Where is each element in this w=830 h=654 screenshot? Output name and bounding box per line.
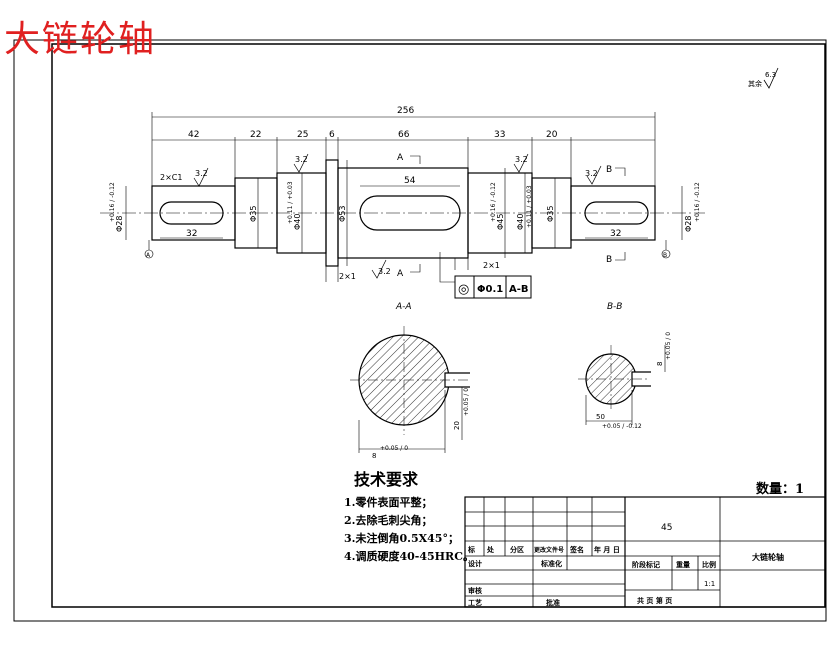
svg-text:6.3: 6.3 [765, 71, 776, 79]
svg-text:+0.05 / 0: +0.05 / 0 [463, 388, 470, 416]
dimension-lines [125, 112, 683, 283]
shaft-main-view [100, 159, 705, 267]
svg-text:签名: 签名 [569, 545, 584, 554]
svg-text:阶段标记: 阶段标记 [632, 560, 660, 569]
svg-text:比例: 比例 [702, 560, 716, 569]
svg-text:25: 25 [297, 130, 308, 140]
quantity-label: 数量：1 [756, 482, 805, 497]
svg-text:大链轮轴: 大链轮轴 [752, 552, 784, 562]
svg-text:其余: 其余 [748, 79, 762, 88]
svg-text:33: 33 [494, 130, 505, 140]
svg-text:审核: 审核 [468, 586, 482, 595]
tech-req-item: 3.未注倒角0.5X45°； [344, 532, 459, 545]
svg-text:256: 256 [397, 106, 414, 116]
svg-text:54: 54 [404, 176, 416, 186]
svg-text:8: 8 [372, 452, 376, 460]
svg-text:32: 32 [186, 229, 197, 239]
svg-text:◎: ◎ [458, 282, 469, 297]
svg-text:B: B [663, 252, 667, 259]
svg-text:50: 50 [596, 413, 605, 421]
watermark-title: 大链轮轴 [4, 19, 157, 60]
roughness-note: 其余 6.3 [748, 67, 779, 89]
tech-req-title: 技术要求 [354, 470, 419, 489]
svg-text:6: 6 [329, 130, 335, 140]
svg-text:2×C1: 2×C1 [160, 173, 182, 182]
section-b-b: B-B 50 +0.05 / -0.12 8 +0.05 / 0 [578, 302, 672, 430]
svg-text:Φ35: Φ35 [546, 206, 555, 222]
tolerance-frame: ◎ Φ0.1 A-B [454, 275, 532, 299]
title-block-text: 45 大链轮轴 1:1 标 处 分区 更改文件号 签名 年 月 日 设计 标准化… [467, 523, 784, 607]
svg-text:更改文件号: 更改文件号 [534, 546, 564, 554]
svg-text:标: 标 [467, 545, 475, 554]
svg-text:Φ53: Φ53 [338, 206, 347, 222]
svg-text:共 页 第 页: 共 页 第 页 [637, 596, 672, 605]
dimension-texts: 256 42 22 25 6 66 33 20 32 54 32 2×C1 2×… [146, 106, 667, 281]
svg-text:2×1: 2×1 [339, 272, 356, 281]
svg-text:A-A: A-A [395, 302, 412, 312]
svg-text:B: B [606, 255, 612, 265]
svg-text:Φ0.1: Φ0.1 [477, 284, 503, 295]
svg-text:B-B: B-B [607, 302, 622, 312]
svg-text:Φ35: Φ35 [249, 206, 258, 222]
outer-border [13, 39, 827, 622]
svg-text:Φ45: Φ45 [496, 214, 505, 230]
svg-text:2×1: 2×1 [483, 261, 500, 270]
title-block [464, 496, 826, 608]
svg-text:8: 8 [656, 362, 664, 366]
diameter-labels: Φ28 +0.16 / -0.12 Φ35 Φ40 +0.11 / +0.03 … [109, 181, 701, 232]
svg-text:A: A [146, 252, 151, 259]
svg-text:3.2: 3.2 [515, 155, 528, 164]
svg-text:3.2: 3.2 [378, 267, 391, 276]
svg-text:+0.11 / +0.03: +0.11 / +0.03 [287, 181, 294, 224]
svg-text:+0.05 / 0: +0.05 / 0 [380, 445, 408, 452]
svg-text:66: 66 [398, 130, 410, 140]
tech-req-item: 2.去除毛刺尖角； [344, 514, 433, 527]
svg-text:A: A [397, 269, 404, 279]
svg-text:+0.16 / -0.12: +0.16 / -0.12 [694, 182, 701, 222]
svg-text:Φ40: Φ40 [293, 214, 302, 230]
section-a-a: A-A 8 +0.05 / 0 20 +0.05 / 0 [350, 302, 470, 460]
svg-text:+0.16 / -0.12: +0.16 / -0.12 [490, 182, 497, 222]
svg-text:处: 处 [486, 545, 495, 554]
svg-text:1:1: 1:1 [704, 580, 715, 588]
roughness-symbols [193, 153, 602, 279]
svg-text:42: 42 [188, 130, 199, 140]
svg-text:32: 32 [610, 229, 621, 239]
svg-text:20: 20 [546, 130, 558, 140]
inner-border [51, 43, 826, 608]
svg-text:Φ40: Φ40 [516, 214, 525, 230]
svg-text:3.2: 3.2 [585, 169, 598, 178]
svg-text:3.2: 3.2 [195, 169, 208, 178]
svg-text:+0.05 / -0.12: +0.05 / -0.12 [602, 423, 642, 430]
svg-text:Φ28: Φ28 [115, 216, 124, 232]
svg-text:45: 45 [661, 523, 672, 533]
technical-requirements: 技术要求 1.零件表面平整； 2.去除毛刺尖角； 3.未注倒角0.5X45°； … [344, 466, 474, 566]
svg-text:A: A [397, 153, 404, 163]
svg-text:标准化: 标准化 [540, 559, 562, 568]
svg-text:+0.16 / -0.12: +0.16 / -0.12 [109, 182, 116, 222]
svg-text:+0.11 / +0.03: +0.11 / +0.03 [526, 185, 533, 228]
svg-text:设计: 设计 [468, 559, 482, 568]
tech-req-item: 1.零件表面平整； [344, 496, 433, 509]
svg-text:A-B: A-B [509, 284, 529, 295]
svg-text:22: 22 [250, 130, 261, 140]
svg-text:批准: 批准 [546, 598, 560, 607]
svg-text:工艺: 工艺 [468, 598, 482, 607]
svg-text:+0.05 / 0: +0.05 / 0 [665, 332, 672, 360]
svg-text:年 月 日: 年 月 日 [594, 545, 620, 554]
svg-text:重量: 重量 [676, 560, 690, 569]
svg-text:20: 20 [453, 421, 461, 430]
svg-text:B: B [606, 165, 612, 175]
svg-text:分区: 分区 [510, 545, 524, 554]
svg-text:Φ28: Φ28 [684, 216, 693, 232]
svg-text:3.2: 3.2 [295, 155, 308, 164]
tech-req-item: 4.调质硬度40-45HRC。 [344, 550, 474, 563]
